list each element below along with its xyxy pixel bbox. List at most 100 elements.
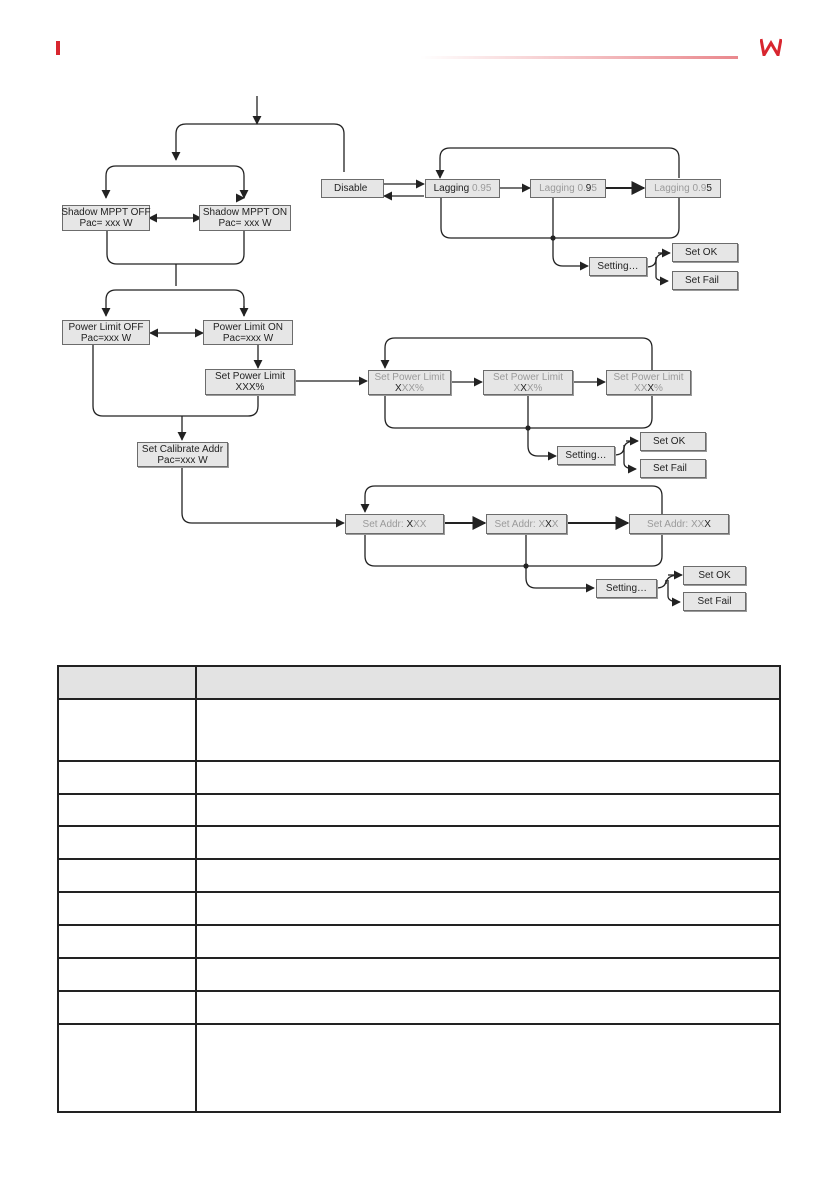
active-digit: X: [647, 382, 655, 394]
set-addr-step-3[interactable]: Set Addr: XXX: [629, 514, 729, 534]
table-cell: [195, 858, 781, 893]
shadow-mppt-on-node[interactable]: Shadow MPPT ON Pac= xxx W: [199, 205, 291, 231]
set-addr-step-1[interactable]: Set Addr: XXX: [345, 514, 444, 534]
lagging-prefix: Lagging 0.: [539, 183, 586, 194]
table-row: [57, 825, 781, 860]
setting-node-addr[interactable]: Setting…: [596, 579, 657, 598]
node-label: Setting…: [605, 583, 648, 594]
active-digit: X: [545, 518, 552, 530]
node-label: Set OK: [698, 570, 731, 581]
addr-label: Set Addr:: [647, 518, 691, 530]
node-label: Set Addr: XXX: [363, 519, 427, 530]
lagging-word: Lagging: [433, 183, 470, 194]
table-cell: [195, 760, 781, 795]
digit-rest: X: [551, 518, 559, 530]
digit-rest: XX%: [401, 382, 424, 394]
header-accent-bar: [56, 41, 60, 55]
node-label: Lagging 0.95: [539, 183, 597, 194]
node-line1: Set Power Limit: [374, 371, 445, 383]
table-cell: [195, 924, 781, 959]
setting-node-pf[interactable]: Setting…: [589, 257, 647, 276]
table-cell: [195, 698, 781, 762]
active-digit: X: [704, 518, 711, 530]
active-digit: X: [520, 382, 527, 394]
table-row: [57, 793, 781, 827]
addr-label: Set Addr:: [362, 518, 407, 530]
node-line1: Power Limit ON: [212, 321, 283, 333]
table-row: [57, 1023, 781, 1113]
node-label: Set Fail: [697, 596, 732, 607]
lagging-node-2[interactable]: Lagging 0.95: [530, 179, 606, 198]
table-cell: [195, 990, 781, 1025]
node-line2: XXX%: [395, 383, 424, 394]
table-cell: [195, 891, 781, 926]
table-cell: [57, 858, 197, 893]
node-label: Disable: [334, 183, 368, 194]
node-line1: Power Limit OFF: [68, 321, 144, 333]
table-cell: [57, 957, 197, 992]
power-limit-off-node[interactable]: Power Limit OFF Pac=xxx W: [62, 320, 150, 345]
digit-prefix: X: [538, 518, 546, 530]
menu-flow-diagram: [92, 96, 683, 607]
power-limit-on-node[interactable]: Power Limit ON Pac=xxx W: [203, 320, 293, 345]
node-label: Set Addr: XXX: [495, 519, 559, 530]
lagging-node-1[interactable]: Lagging 0.95: [425, 179, 500, 198]
node-label: Setting…: [597, 261, 639, 272]
digit-rest: XX: [413, 518, 427, 530]
set-ok-node-pl[interactable]: Set OK: [640, 432, 706, 451]
table-cell: [57, 891, 197, 926]
set-fail-node-pl[interactable]: Set Fail: [640, 459, 706, 478]
node-label: Set Fail: [685, 275, 719, 286]
node-line1: Set Power Limit: [613, 371, 684, 383]
set-calibrate-addr-node[interactable]: Set Calibrate Addr Pac=xxx W: [137, 442, 228, 467]
description-table: [57, 665, 781, 1113]
lagging-node-3[interactable]: Lagging 0.95: [645, 179, 721, 198]
node-line2: XXX%: [514, 383, 543, 394]
table-cell: [195, 1023, 781, 1113]
table-row: [57, 698, 781, 762]
table-cell: [195, 825, 781, 860]
header-gradient-line: [420, 56, 738, 59]
digit-prefix: X: [513, 382, 521, 394]
disable-node[interactable]: Disable: [321, 179, 384, 198]
digit-rest: %: [654, 382, 663, 394]
set-power-limit-node[interactable]: Set Power Limit XXX%: [205, 369, 295, 395]
digit-prefix: XX: [690, 518, 705, 530]
set-ok-node-addr[interactable]: Set OK: [683, 566, 746, 585]
set-power-limit-step-3[interactable]: Set Power Limit XXX%: [606, 370, 691, 395]
set-power-limit-step-1[interactable]: Set Power Limit XXX%: [368, 370, 451, 395]
lagging-active-digit: 9: [585, 183, 592, 194]
set-addr-step-2[interactable]: Set Addr: XXX: [486, 514, 567, 534]
node-line2: Pac= xxx W: [79, 218, 133, 229]
node-line1: Shadow MPPT OFF: [61, 207, 151, 218]
goodwe-w-logo-icon: [760, 38, 782, 56]
node-line1: Set Calibrate Addr: [141, 443, 224, 455]
node-line1: Set Power Limit: [492, 371, 564, 383]
table-cell: [195, 957, 781, 992]
digit-rest: X%: [526, 382, 543, 394]
table-header-cell: [195, 665, 781, 700]
table-cell: [57, 990, 197, 1025]
lagging-rest: 5: [591, 183, 597, 194]
setting-node-pl[interactable]: Setting…: [557, 446, 615, 465]
table-cell: [195, 793, 781, 827]
node-line1: Set Power Limit: [214, 371, 286, 382]
table-row: [57, 891, 781, 926]
set-ok-node-pf[interactable]: Set OK: [672, 243, 738, 262]
table-header-cell: [57, 665, 197, 700]
node-label: Set OK: [653, 436, 686, 447]
set-power-limit-step-2[interactable]: Set Power Limit XXX%: [483, 370, 573, 395]
node-label: Set OK: [685, 247, 718, 258]
shadow-mppt-off-node[interactable]: Shadow MPPT OFF Pac= xxx W: [61, 205, 151, 231]
set-fail-node-pf[interactable]: Set Fail: [672, 271, 738, 290]
node-line1: Shadow MPPT ON: [202, 207, 288, 218]
node-line2: XXX%: [634, 383, 663, 394]
node-label: Lagging 0.95: [654, 183, 712, 194]
lagging-prefix: Lagging 0.9: [654, 183, 707, 194]
table-cell: [57, 793, 197, 827]
table-cell: [57, 825, 197, 860]
table-cell: [57, 698, 197, 762]
set-fail-node-addr[interactable]: Set Fail: [683, 592, 746, 611]
table-row: [57, 924, 781, 959]
table-header-row: [57, 665, 781, 700]
